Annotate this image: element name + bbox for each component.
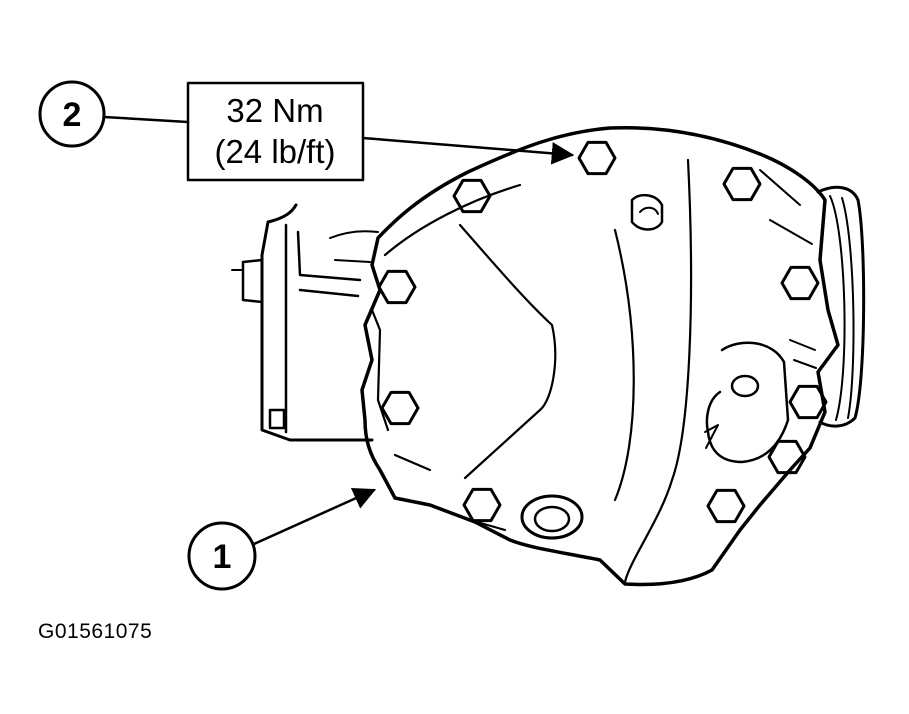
bolt <box>767 439 807 475</box>
callout-2-number: 2 <box>63 96 82 134</box>
bolt <box>380 390 420 426</box>
bolt <box>706 488 746 524</box>
axle-housing <box>231 185 866 442</box>
bolt <box>780 265 820 301</box>
callout-1: 1 <box>187 488 377 591</box>
torque-spec-imperial: (24 lb/ft) <box>214 133 335 170</box>
bolt <box>452 178 492 214</box>
figure-id: G01561075 <box>38 620 153 643</box>
callout-2-arrow <box>361 136 575 165</box>
torque-spec-box <box>186 81 365 182</box>
callout-2: 2 32 Nm (24 lb/ft) <box>38 80 575 182</box>
bolt <box>722 166 762 202</box>
callout-1-circle <box>187 521 257 591</box>
differential-cover <box>360 125 840 587</box>
bolt <box>377 269 417 305</box>
torque-spec-metric: 32 Nm <box>226 92 323 129</box>
callout-1-arrow <box>252 488 377 546</box>
bolt <box>577 140 617 176</box>
callout-1-number: 1 <box>213 538 232 576</box>
callout-2-circle <box>38 80 106 148</box>
callout-2-leader <box>102 115 190 124</box>
bolt <box>462 487 502 523</box>
bolt <box>788 384 828 420</box>
cover-bolts <box>377 140 828 524</box>
